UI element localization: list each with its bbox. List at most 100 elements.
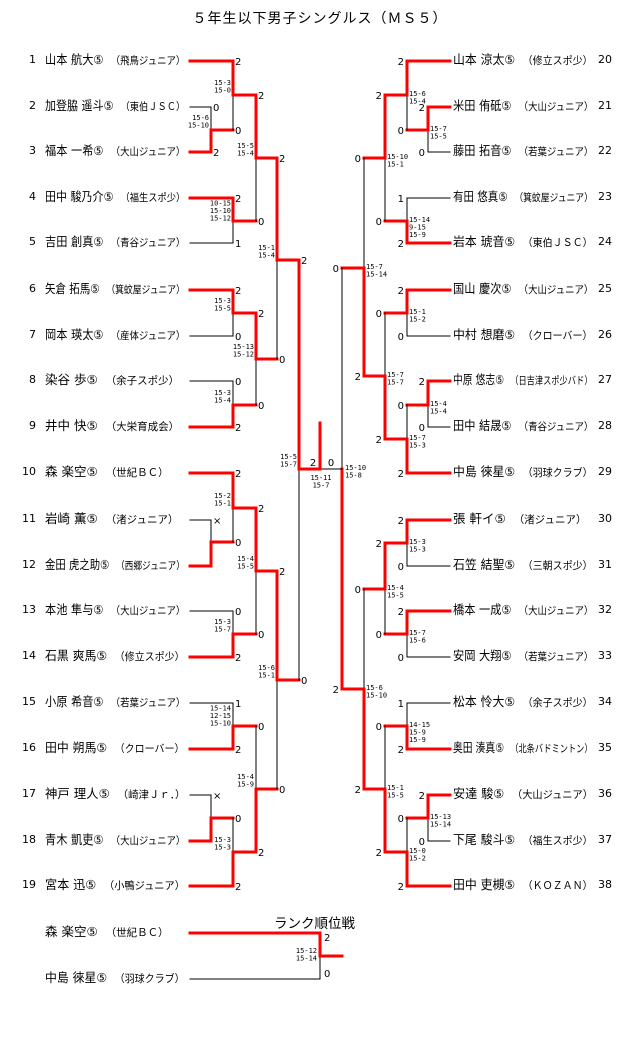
- player-name-team: 張 軒イ⑤（渚ジュニア）: [453, 511, 586, 528]
- game-score: 15-0: [409, 847, 426, 855]
- player-team: （箕蚊屋ジュニア）: [106, 284, 185, 296]
- game-score: 15-1: [214, 500, 231, 508]
- player-entry: 福本 一希⑤（大山ジュニア）3: [0, 143, 640, 159]
- player-name: 田中 吏槻⑤: [453, 877, 516, 892]
- match-result: 0: [258, 630, 264, 641]
- game-score: 14-15: [409, 721, 430, 729]
- player-name: 安岡 大翔⑤: [453, 648, 512, 663]
- player-name: 金田 虎之助⑤: [45, 557, 110, 572]
- player-name-team: 本池 隼与⑤（大山ジュニア）: [45, 602, 185, 619]
- player-name-team: 山本 涼太⑤（修立スポ少）: [453, 52, 593, 69]
- player-name-team: 石黒 爽馬⑤（修立スポ少）: [45, 648, 185, 665]
- player-number: 34: [598, 695, 612, 708]
- player-team: （福生スポ少）: [120, 192, 186, 204]
- player-team: （クローバー）: [522, 330, 593, 342]
- match-result: 0: [376, 630, 382, 641]
- player-name-team: 有田 悠真⑤（箕蚊屋ジュニア）: [453, 189, 593, 206]
- match-result: 2: [258, 309, 264, 320]
- player-entry: 神戸 理人⑤（崎津Ｊｒ．）17: [0, 786, 640, 802]
- player-team: （若葉ジュニア）: [518, 651, 594, 663]
- player-name-team: 小原 希音⑤（若葉ジュニア）: [45, 694, 185, 711]
- player-number: 19: [22, 878, 36, 891]
- match-result: 2: [258, 848, 264, 859]
- player-name-team: 森 楽空⑤（世紀ＢＣ）: [45, 924, 169, 941]
- game-score: 15-3: [409, 442, 426, 450]
- player-name-team: 染谷 歩⑤（余子スポ少）: [45, 372, 179, 389]
- player-number: 18: [22, 833, 36, 846]
- match-result: 2: [398, 516, 404, 527]
- player-name: 神戸 理人⑤: [45, 786, 110, 801]
- game-score: 15-4: [430, 408, 447, 416]
- player-number: 10: [22, 465, 36, 478]
- player-entry: 中島 徠星⑤（羽球クラブ）29: [0, 464, 640, 480]
- match-result: 0: [235, 332, 241, 343]
- match-result: 2: [258, 91, 264, 102]
- match-result: 2: [213, 148, 219, 159]
- game-score: 15-7: [280, 461, 297, 469]
- player-entry: 加登脇 遥斗⑤（東伯ＪＳＣ）2: [0, 98, 640, 114]
- match-result: 0: [235, 814, 241, 825]
- player-name-team: 田中 結晟⑤（青谷ジュニア）: [453, 418, 593, 435]
- player-name: 井中 快⑤: [45, 418, 98, 433]
- match-result: 1: [235, 239, 241, 250]
- match-result: 0: [324, 969, 330, 980]
- game-score: 15-1: [258, 672, 275, 680]
- player-team: （若葉ジュニア）: [110, 697, 186, 709]
- game-score: 15-6: [409, 90, 426, 98]
- player-number: 32: [598, 603, 612, 616]
- player-name: 染谷 歩⑤: [45, 372, 98, 387]
- game-score: 15-4: [214, 397, 231, 405]
- match-result: ×: [213, 791, 221, 802]
- game-score: 15-14: [409, 216, 430, 224]
- player-name-team: 山本 航大⑤（飛鳥ジュニア）: [45, 52, 185, 69]
- player-number: 27: [598, 373, 612, 386]
- game-score: 15-6: [409, 637, 426, 645]
- player-number: 9: [29, 419, 36, 432]
- rank-player-entry: 中島 徠星⑤（羽球クラブ）: [0, 970, 640, 986]
- player-name-team: 加登脇 遥斗⑤（東伯ＪＳＣ）: [45, 98, 185, 115]
- player-team: （大山ジュニア）: [518, 101, 594, 113]
- match-result: 0: [419, 423, 425, 434]
- player-name: 岡本 瑛太⑤: [45, 327, 104, 342]
- game-score: 15-13: [430, 813, 451, 821]
- player-team: （大山ジュニア）: [518, 284, 594, 296]
- match-result: 2: [333, 685, 339, 696]
- game-score: 15-9: [237, 781, 254, 789]
- player-team: （青谷ジュニア）: [518, 421, 594, 433]
- match-result: 0: [398, 562, 404, 573]
- match-result: 2: [235, 57, 241, 68]
- player-name-team: 安達 駿⑤（大山ジュニア）: [453, 786, 593, 803]
- game-score: 15-0: [214, 87, 231, 95]
- player-entry: 田中 吏槻⑤（ＫＯＺＡＮ）38: [0, 877, 640, 893]
- player-team: （渚ジュニア）: [513, 514, 587, 526]
- game-score: 15-3: [214, 844, 231, 852]
- game-score: 15-4: [430, 400, 447, 408]
- player-name: 矢倉 拓馬⑤: [45, 281, 100, 296]
- game-score: 15-9: [409, 729, 426, 737]
- player-entry: 吉田 創真⑤（青谷ジュニア）5: [0, 234, 640, 250]
- game-score: 15-14: [296, 955, 317, 963]
- match-result: ×: [213, 516, 221, 527]
- match-result: 2: [235, 745, 241, 756]
- game-score: 9-15: [409, 224, 426, 232]
- player-entry: 中原 悠志⑤（日吉津スポ少バド）27: [0, 372, 640, 388]
- player-entry: 安岡 大翔⑤（若葉ジュニア）33: [0, 648, 640, 664]
- match-result: 0: [213, 103, 219, 114]
- rank-match-title: ランク順位戦: [274, 916, 355, 932]
- player-entry: 岡本 瑛太⑤（産体ジュニア）7: [0, 327, 640, 343]
- player-number: 28: [598, 419, 612, 432]
- match-result: 1: [235, 699, 241, 710]
- player-name-team: 金田 虎之助⑤（西郷ジュニア）: [45, 557, 185, 574]
- player-entry: 金田 虎之助⑤（西郷ジュニア）12: [0, 557, 640, 573]
- game-score: 15-5: [237, 142, 254, 150]
- game-score: 15-7: [430, 125, 447, 133]
- game-score: 15-6: [192, 114, 209, 122]
- game-score: 15-5: [387, 792, 404, 800]
- player-name-team: 石笠 結聖⑤（三朝スポ少）: [453, 557, 593, 574]
- game-score: 15-3: [214, 836, 231, 844]
- match-result: 2: [398, 607, 404, 618]
- match-result: 1: [398, 194, 404, 205]
- player-entry: 国山 慶次⑤（大山ジュニア）25: [0, 281, 640, 297]
- game-score: 15-9: [409, 736, 426, 744]
